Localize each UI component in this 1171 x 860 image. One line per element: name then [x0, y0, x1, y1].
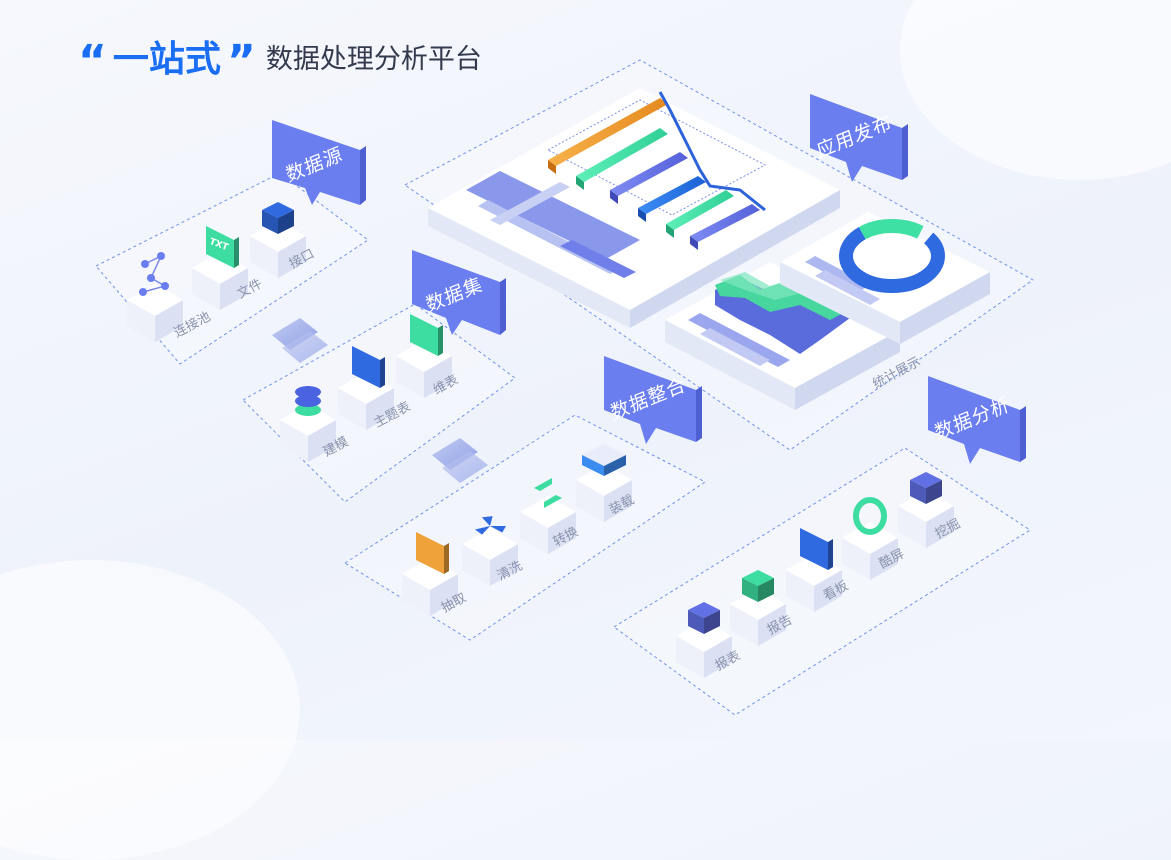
data-source-tag-shape: [272, 120, 366, 205]
extract-block: [402, 532, 458, 616]
flow-arrow-2: [432, 438, 488, 483]
dashboard-block: [786, 528, 842, 612]
tag-bubbles: [272, 94, 1026, 464]
cool-screen-block: [842, 497, 898, 580]
analysis-tag-shape: [928, 376, 1026, 464]
area-chart-board: [665, 262, 900, 410]
donut-chart-board: [780, 212, 990, 344]
clean-block: [462, 516, 518, 586]
modeling-icon: [295, 386, 321, 416]
modeling-block: [280, 386, 336, 462]
dataset-tag-shape: [412, 250, 506, 335]
report-sheet-icon: [688, 602, 720, 634]
platform-diagram: [95, 59, 1034, 716]
subject-table-icon: [352, 346, 385, 388]
subject-table-block: [338, 346, 394, 430]
title-rest: 数据处理分析平台: [265, 43, 482, 75]
connection-pool-icon: [139, 252, 169, 296]
page-title: “ 一站式 ” 数据处理分析平台: [78, 30, 482, 87]
module-blocks: [127, 202, 954, 678]
report-doc-icon: [742, 570, 774, 602]
transform-block: [520, 478, 576, 554]
report-sheet-block: [676, 602, 732, 678]
integration-tag-shape: [604, 356, 702, 444]
dashboard-icon: [800, 528, 833, 570]
extract-icon: [416, 532, 449, 574]
title-close-quote: ”: [226, 36, 256, 87]
transform-icon: [534, 478, 562, 508]
clean-icon: [474, 516, 506, 535]
title-open-quote: “: [78, 36, 107, 87]
api-block: [250, 202, 306, 278]
report-board: [428, 88, 840, 328]
file-icon: [206, 226, 239, 268]
connection-pool-block: [127, 252, 183, 342]
load-icon: [582, 444, 626, 476]
file-block: [192, 226, 248, 310]
mining-icon: [910, 472, 942, 504]
mining-block: [898, 472, 954, 548]
flow-arrow-1: [272, 318, 328, 363]
publish-tag-shape: [810, 94, 908, 182]
api-icon: [262, 202, 294, 234]
cool-screen-icon: [853, 497, 887, 535]
report-doc-block: [730, 570, 786, 646]
dimension-table-block: [396, 314, 452, 398]
title-highlight: 一站式: [112, 39, 221, 80]
dimension-table-icon: [410, 314, 443, 356]
load-block: [576, 444, 632, 522]
